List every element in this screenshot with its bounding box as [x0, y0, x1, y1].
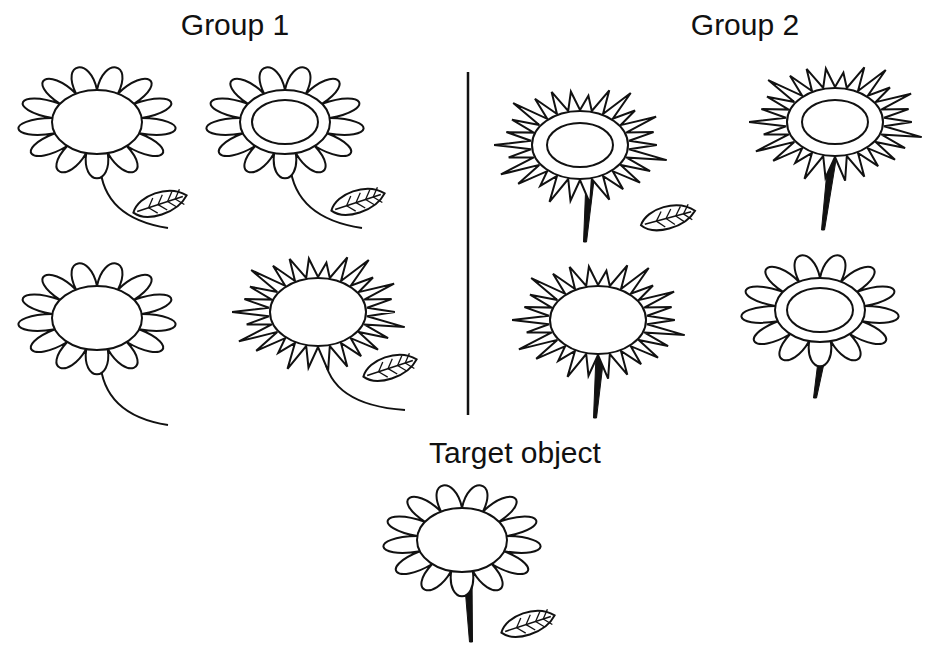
flower-center [52, 90, 142, 154]
inner-ring [547, 123, 613, 167]
leaf [328, 182, 388, 220]
spiky-petals [512, 265, 685, 378]
leaf-vein [149, 206, 158, 216]
flower [749, 67, 922, 230]
leaf-vein [654, 212, 663, 222]
leaf-vein [674, 206, 683, 216]
flower [494, 90, 698, 242]
inner-ring [787, 288, 853, 332]
inner-ring [252, 100, 318, 144]
group-label: Group 1 [181, 8, 289, 41]
leaf-vein [168, 199, 177, 209]
leaf-vein [676, 214, 685, 224]
leaf-outline [638, 200, 698, 236]
spiky-petals [232, 257, 405, 370]
leaf-vein [514, 618, 523, 628]
flower-center [52, 286, 142, 350]
round-petals [383, 485, 540, 596]
round-petals [18, 263, 175, 374]
flower-center [775, 278, 865, 342]
flower [512, 265, 685, 418]
leaf-vein [536, 619, 545, 629]
leaf-vein [524, 615, 533, 625]
petal-fill [206, 67, 363, 178]
leaf-vein [543, 617, 552, 627]
leaf-vein [371, 187, 380, 197]
flower-center [240, 90, 330, 154]
leaf-vein [398, 363, 407, 373]
leaf-outline [328, 182, 388, 220]
round-petals [206, 67, 363, 178]
flower-center [532, 111, 628, 179]
leaf-vein [175, 197, 184, 207]
flower-center [417, 508, 507, 572]
leaf-vein [347, 204, 356, 214]
flower [18, 263, 175, 425]
spiky-petals [494, 90, 667, 203]
leaf-vein [376, 362, 385, 372]
petal-fill [18, 263, 175, 374]
group-divider [467, 72, 470, 415]
flower-center [270, 278, 366, 346]
leaf-vein [366, 197, 375, 207]
group-label: Group 2 [691, 8, 799, 41]
leaf-outline [360, 348, 420, 386]
leaf-vein [405, 361, 414, 371]
leaf-vein [156, 195, 165, 205]
thin-stem [290, 165, 362, 228]
leaf-vein [373, 195, 382, 205]
leaf-vein [541, 609, 550, 619]
leaf-vein [173, 189, 182, 199]
leaf-vein [664, 209, 673, 219]
leaf-vein [533, 612, 542, 622]
leaf-vein [681, 204, 690, 214]
round-petals [741, 255, 898, 366]
leaf [638, 200, 698, 236]
flower [741, 255, 898, 398]
leaf-vein [517, 626, 526, 636]
leaf-vein [388, 366, 397, 376]
leaf-vein [395, 356, 404, 366]
leaf [360, 348, 420, 386]
flower [383, 485, 557, 642]
leaf-vein [386, 359, 395, 369]
target-label: Target object [429, 436, 601, 469]
petal-fill [18, 67, 175, 178]
flower [18, 67, 189, 228]
leaf [130, 184, 190, 222]
flower-center [787, 88, 883, 156]
spiky-petals [749, 67, 922, 180]
leaf-vein [403, 353, 412, 363]
leaf-vein [344, 196, 353, 206]
leaf-vein [666, 217, 675, 227]
leaf-vein [363, 190, 372, 200]
leaf-vein [165, 192, 174, 202]
leaf-vein [656, 219, 665, 229]
leaf-vein [379, 370, 388, 380]
leaf-vein [356, 200, 365, 210]
leaf-outline [130, 184, 190, 222]
leaf-outline [498, 604, 558, 642]
leaf-vein [526, 622, 535, 632]
flower [232, 257, 420, 410]
inner-ring [802, 100, 868, 144]
flower-center [550, 286, 646, 354]
flower [206, 67, 387, 228]
leaf-vein [158, 202, 167, 212]
petal-fill [741, 255, 898, 366]
leaf [498, 604, 558, 642]
leaf-vein [354, 193, 363, 203]
leaf-vein [146, 198, 155, 208]
thin-stem [100, 360, 168, 425]
leaf-vein [683, 212, 692, 222]
round-petals [18, 67, 175, 178]
petal-fill [383, 485, 540, 596]
